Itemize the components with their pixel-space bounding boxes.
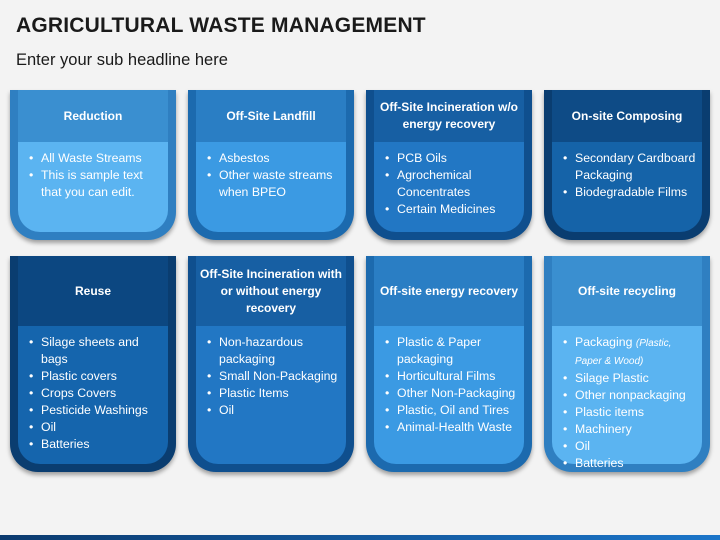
list-item-text: Other nonpackaging: [575, 388, 686, 402]
list-item-note: (Plastic, Paper & Wood): [575, 338, 672, 367]
bullet-list: Non-hazardous packagingSmall Non-Packagi…: [206, 334, 340, 419]
list-item-text: Plastic, Oil and Tires: [397, 403, 510, 417]
page-title: AGRICULTURAL WASTE MANAGEMENT: [16, 14, 426, 37]
card-off-site-energy-recovery: Off-site energy recoveryPlastic & Paper …: [366, 256, 532, 472]
list-item-text: Crops Covers: [41, 386, 117, 400]
bullet-list: Plastic & Paper packagingHorticultural F…: [384, 334, 518, 436]
list-item-text: Animal-Health Waste: [397, 420, 513, 434]
list-item-text: Oil: [575, 439, 591, 453]
list-item: Plastic items: [562, 404, 696, 421]
card-off-site-landfill: Off-Site LandfillAsbestosOther waste str…: [188, 90, 354, 240]
list-item: Batteries: [28, 436, 162, 453]
list-item: Certain Medicines: [384, 201, 518, 218]
list-item-text: All Waste Streams: [41, 151, 142, 165]
list-item: Oil: [206, 402, 340, 419]
card-body: All Waste StreamsThis is sample text tha…: [18, 142, 168, 232]
list-item: Plastic, Oil and Tires: [384, 402, 518, 419]
bullet-list: PCB OilsAgrochemical ConcentratesCertain…: [384, 150, 518, 218]
list-item-text: Pesticide Washings: [41, 403, 148, 417]
list-item: Plastic covers: [28, 368, 162, 385]
list-item-text: Agrochemical Concentrates: [397, 168, 472, 199]
card-body: Non-hazardous packagingSmall Non-Packagi…: [196, 326, 346, 464]
list-item: Horticultural Films: [384, 368, 518, 385]
page-subtitle: Enter your sub headline here: [16, 51, 228, 69]
card-title: Reuse: [18, 256, 168, 326]
list-item: Oil: [28, 419, 162, 436]
bullet-list: Silage sheets and bagsPlastic coversCrop…: [28, 334, 162, 453]
list-item: Plastic & Paper packaging: [384, 334, 518, 368]
list-item-text: Silage sheets and bags: [41, 335, 139, 366]
list-item-text: Batteries: [41, 437, 90, 451]
list-item: Small Non-Packaging: [206, 368, 340, 385]
card-body: Secondary Cardboard PackagingBiodegradab…: [552, 142, 702, 232]
list-item: Pesticide Washings: [28, 402, 162, 419]
card-off-site-incineration-no-recovery: Off-Site Incineration w/o energy recover…: [366, 90, 532, 240]
list-item: Silage Plastic: [562, 370, 696, 387]
bullet-list: Secondary Cardboard PackagingBiodegradab…: [562, 150, 696, 201]
list-item: Packaging (Plastic, Paper & Wood): [562, 334, 696, 370]
card-body: Silage sheets and bagsPlastic coversCrop…: [18, 326, 168, 464]
card-reduction: ReductionAll Waste StreamsThis is sample…: [10, 90, 176, 240]
bullet-list: AsbestosOther waste streams when BPEO: [206, 150, 340, 201]
list-item-text: Oil: [219, 403, 235, 417]
list-item-text: Small Non-Packaging: [219, 369, 338, 383]
list-item-text: Biodegradable Films: [575, 185, 688, 199]
list-item-text: Horticultural Films: [397, 369, 496, 383]
card-on-site-composing: On-site ComposingSecondary Cardboard Pac…: [544, 90, 710, 240]
card-grid: ReductionAll Waste StreamsThis is sample…: [10, 90, 710, 474]
bullet-list: All Waste StreamsThis is sample text tha…: [28, 150, 162, 201]
list-item-text: Certain Medicines: [397, 202, 496, 216]
list-item: All Waste Streams: [28, 150, 162, 167]
card-title: Off-site energy recovery: [374, 256, 524, 326]
list-item-text: Packaging: [575, 335, 633, 349]
list-item: Plastic Items: [206, 385, 340, 402]
list-item: Biodegradable Films: [562, 184, 696, 201]
list-item: PCB Oils: [384, 150, 518, 167]
list-item: Agrochemical Concentrates: [384, 167, 518, 201]
card-off-site-recycling: Off-site recyclingPackaging (Plastic, Pa…: [544, 256, 710, 472]
list-item-text: Non-hazardous packaging: [219, 335, 304, 366]
card-title: Reduction: [18, 90, 168, 142]
list-item-text: Secondary Cardboard Packaging: [575, 151, 696, 182]
list-item: Other nonpackaging: [562, 387, 696, 404]
list-item: Animal-Health Waste: [384, 419, 518, 436]
list-item-text: This is sample text that you can edit.: [41, 168, 143, 199]
card-title: Off-site recycling: [552, 256, 702, 326]
card-body: Packaging (Plastic, Paper & Wood)Silage …: [552, 326, 702, 472]
list-item-text: Asbestos: [219, 151, 270, 165]
list-item: Crops Covers: [28, 385, 162, 402]
list-item-text: Plastic items: [575, 405, 645, 419]
list-item: Silage sheets and bags: [28, 334, 162, 368]
list-item: Non-hazardous packaging: [206, 334, 340, 368]
list-item-text: Plastic covers: [41, 369, 117, 383]
list-item-text: PCB Oils: [397, 151, 447, 165]
card-title: Off-Site Incineration w/o energy recover…: [374, 90, 524, 142]
list-item-text: Plastic Items: [219, 386, 289, 400]
card-title: Off-Site Landfill: [196, 90, 346, 142]
card-body: AsbestosOther waste streams when BPEO: [196, 142, 346, 232]
list-item-text: Batteries: [575, 456, 624, 470]
bullet-list: Packaging (Plastic, Paper & Wood)Silage …: [562, 334, 696, 472]
list-item-text: Plastic & Paper packaging: [397, 335, 482, 366]
list-item-text: Machinery: [575, 422, 632, 436]
card-body: Plastic & Paper packagingHorticultural F…: [374, 326, 524, 464]
list-item: Batteries: [562, 455, 696, 472]
card-off-site-incineration-recovery: Off-Site Incineration with or without en…: [188, 256, 354, 472]
list-item-text: Silage Plastic: [575, 371, 649, 385]
list-item-text: Other waste streams when BPEO: [219, 168, 333, 199]
list-item: Secondary Cardboard Packaging: [562, 150, 696, 184]
card-title: On-site Composing: [552, 90, 702, 142]
list-item: Machinery: [562, 421, 696, 438]
card-reuse: ReuseSilage sheets and bagsPlastic cover…: [10, 256, 176, 472]
list-item: Other waste streams when BPEO: [206, 167, 340, 201]
list-item: Oil: [562, 438, 696, 455]
list-item: This is sample text that you can edit.: [28, 167, 162, 201]
list-item: Other Non-Packaging: [384, 385, 518, 402]
list-item-text: Other Non-Packaging: [397, 386, 516, 400]
list-item: Asbestos: [206, 150, 340, 167]
card-title: Off-Site Incineration with or without en…: [196, 256, 346, 326]
card-body: PCB OilsAgrochemical ConcentratesCertain…: [374, 142, 524, 232]
list-item-text: Oil: [41, 420, 57, 434]
bottom-accent-bar: [0, 535, 720, 540]
